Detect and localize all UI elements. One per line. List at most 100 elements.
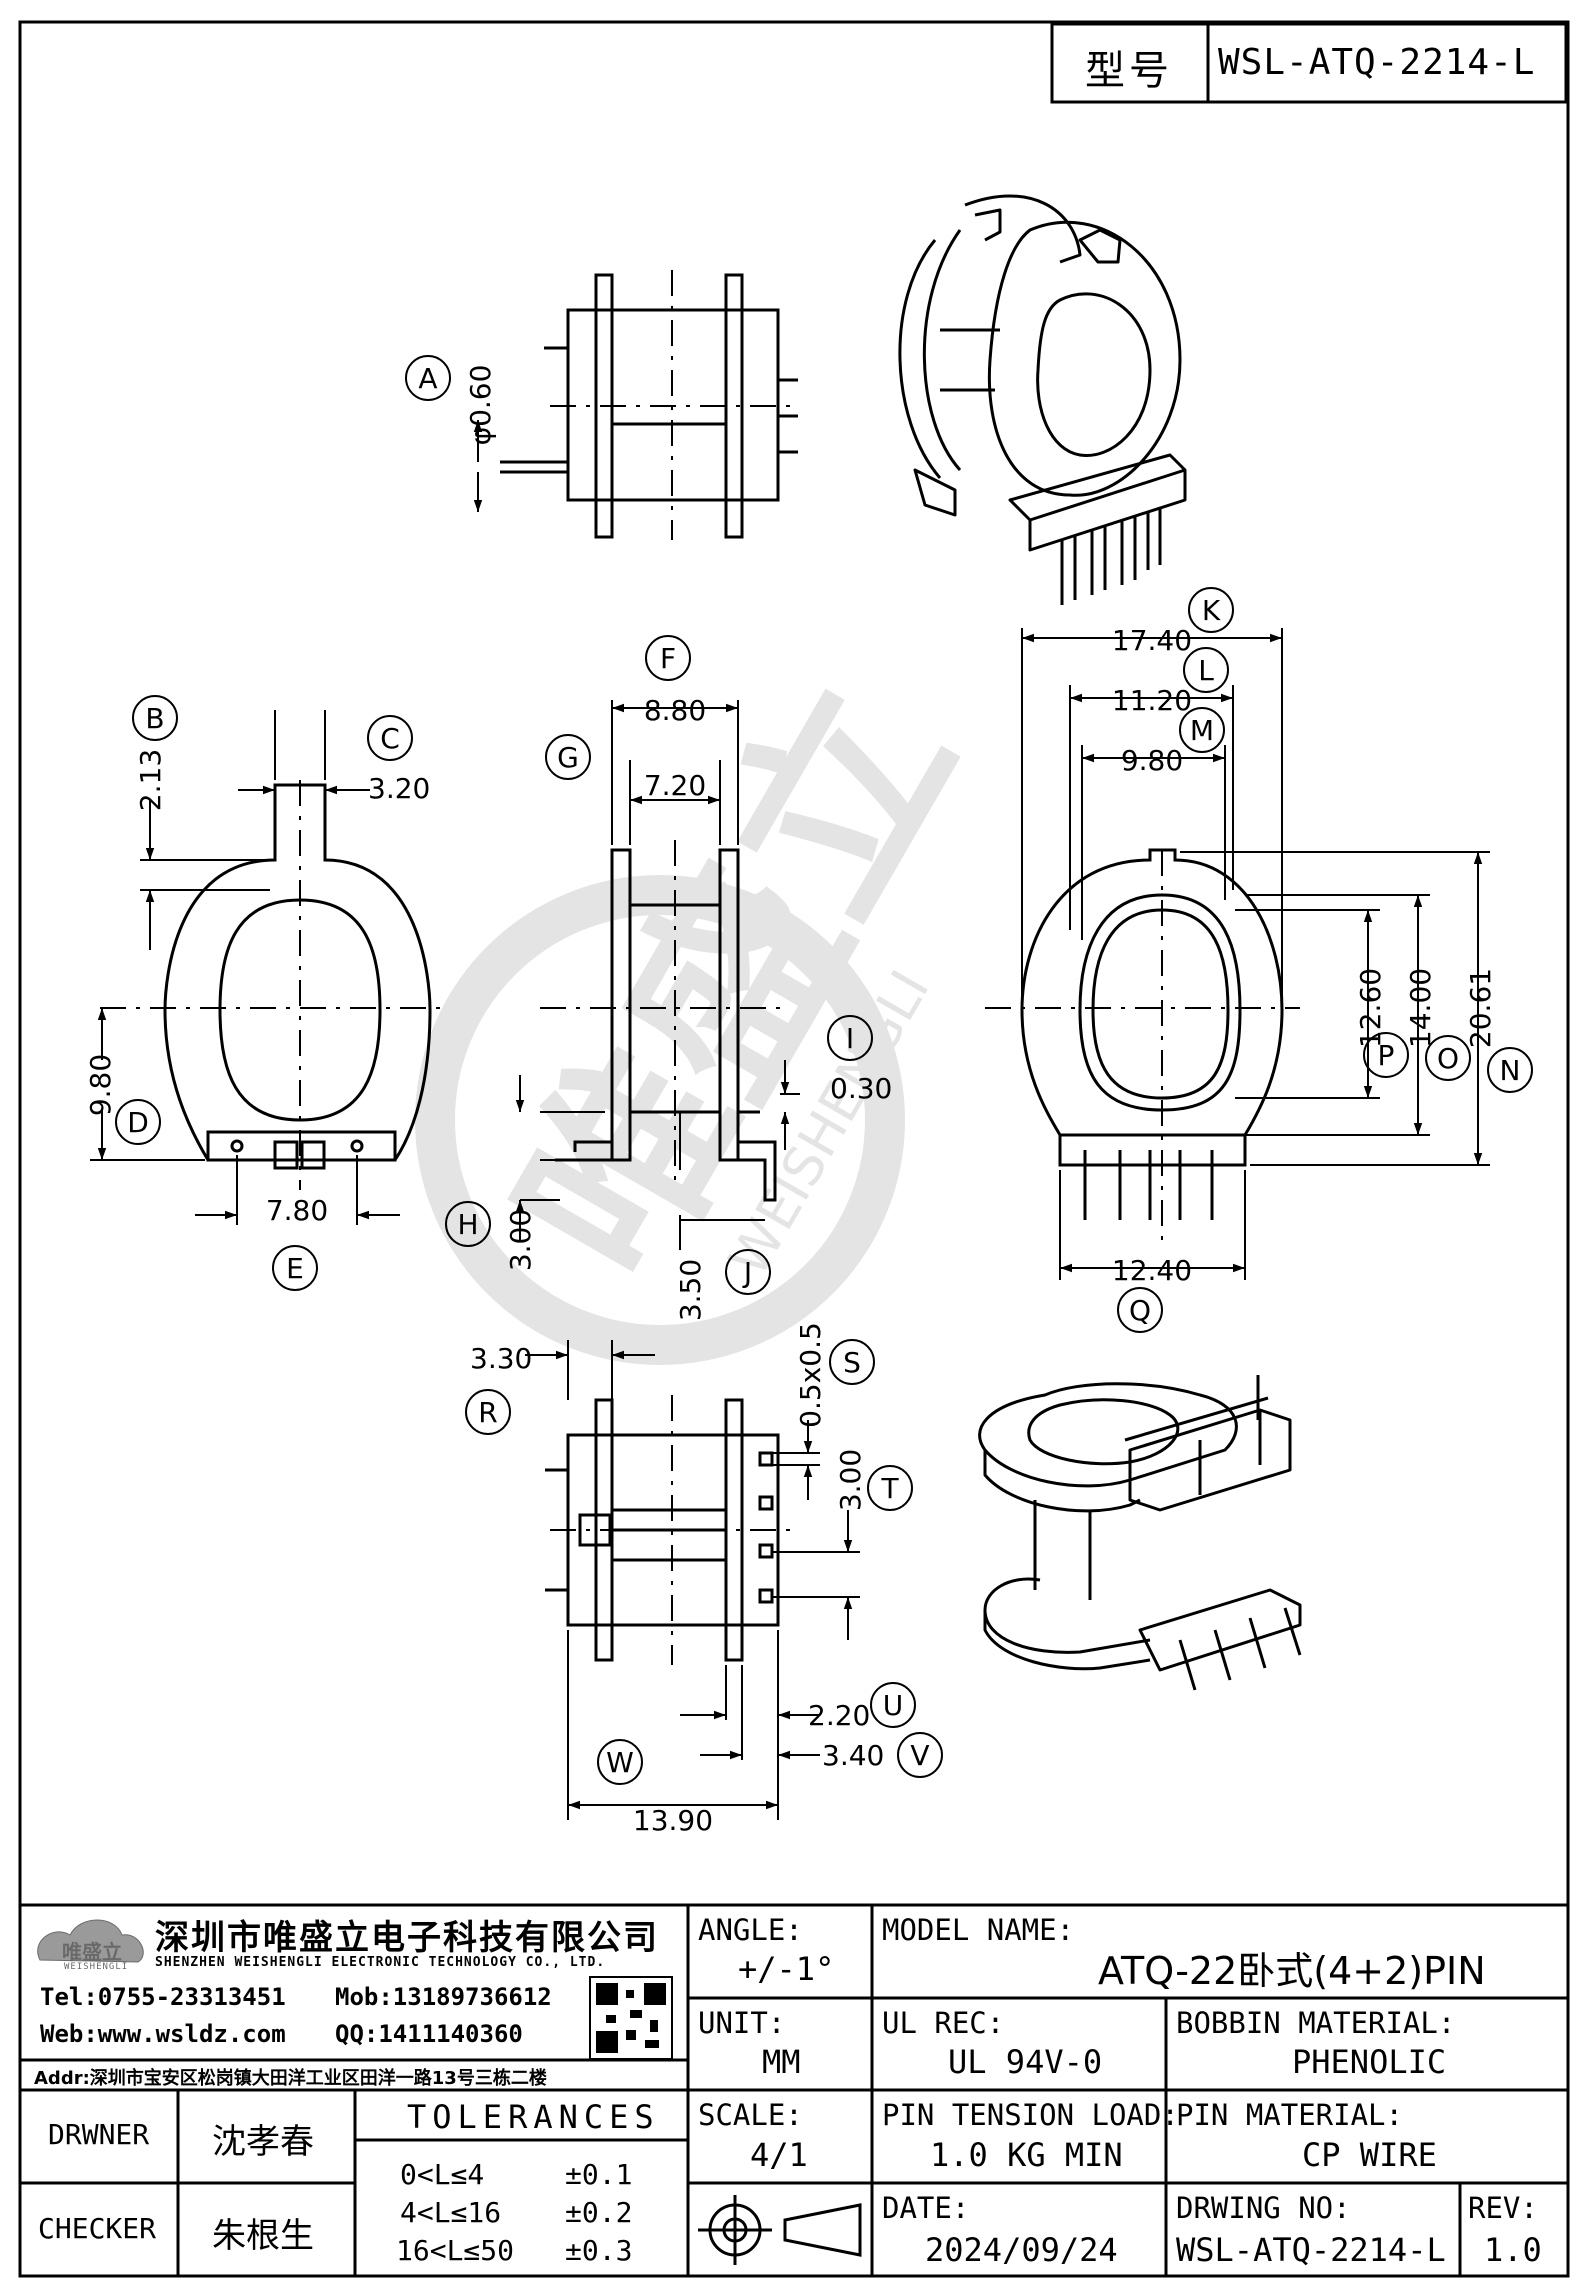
callout-e: E [272, 1245, 318, 1291]
drawer-name: 沈孝春 [212, 2122, 314, 2162]
model-name-label: MODEL NAME: [882, 1913, 1075, 1947]
dim-v-value: 3.40 [822, 1739, 884, 1772]
type-label: 型号 [1085, 48, 1173, 94]
dim-g-value: 7.20 [644, 769, 706, 802]
callout-s: S [829, 1339, 875, 1385]
outer-frame [18, 20, 1570, 2278]
view-front-left [90, 710, 445, 1225]
dim-q-value: 12.40 [1112, 1254, 1192, 1287]
date-label: DATE: [882, 2191, 970, 2225]
view-side-top [473, 270, 800, 540]
scale-label: SCALE: [698, 2098, 803, 2132]
dim-t-value: 3.00 [834, 1449, 867, 1511]
dim-p-value: 12.60 [1354, 968, 1387, 1048]
tolerance-range-2: 4<L≤16 [400, 2196, 502, 2229]
header-box [1050, 22, 1568, 104]
dim-n-value: 20.61 [1464, 968, 1497, 1048]
ul-rec-value: UL 94V-0 [948, 2043, 1103, 2081]
unit-label: UNIT: [698, 2006, 786, 2040]
company-name-cn: 深圳市唯盛立电子科技有限公司 [155, 1918, 659, 1958]
dim-d-value: 9.80 [84, 1054, 117, 1116]
callout-c: C [367, 715, 413, 761]
callout-u: U [870, 1682, 916, 1728]
callout-r-letter: R [478, 1396, 497, 1429]
pin-tension-value: 1.0 KG MIN [930, 2136, 1123, 2174]
projection-symbol [698, 2195, 862, 2265]
callout-i: I [827, 1015, 873, 1061]
dim-a-value: φ0.60 [464, 365, 497, 446]
pin-material-label: PIN MATERIAL: [1176, 2098, 1403, 2132]
callout-g-letter: G [557, 741, 579, 774]
pin-tension-label: PIN TENSION LOAD: [882, 2098, 1179, 2132]
dim-s-value: 0.5x0.5 [794, 1322, 827, 1428]
callout-w-letter: W [606, 1746, 634, 1779]
company-logo [37, 1919, 144, 1963]
callout-t: T [867, 1465, 913, 1511]
callout-b-letter: B [145, 702, 164, 735]
callout-h-letter: H [457, 1208, 478, 1241]
angle-value: +/-1° [738, 1950, 835, 1988]
callout-u-letter: U [883, 1689, 904, 1722]
callout-a: A [405, 355, 451, 401]
callout-e-letter: E [286, 1252, 304, 1285]
callout-l-letter: L [1198, 654, 1214, 687]
logo-sub: WEISHENGLI [64, 1962, 129, 1972]
date-value: 2024/09/24 [925, 2231, 1118, 2269]
callout-o: O [1425, 1035, 1471, 1081]
callout-c-letter: C [380, 722, 400, 755]
callout-g: G [545, 734, 591, 780]
callout-d-letter: D [127, 1106, 149, 1139]
callout-o-letter: O [1437, 1042, 1459, 1075]
view-side-middle [515, 700, 800, 1250]
dim-c-value: 3.20 [368, 772, 430, 805]
view-front-right [985, 628, 1490, 1280]
bobbin-material-label: BOBBIN MATERIAL: [1176, 2006, 1456, 2040]
callout-s-letter: S [843, 1346, 861, 1379]
dim-o-value: 14.00 [1404, 968, 1437, 1048]
dim-e-value: 7.80 [266, 1194, 328, 1227]
callout-h: H [445, 1201, 491, 1247]
callout-m: M [1179, 707, 1225, 753]
checker-label: CHECKER [38, 2212, 157, 2245]
tolerance-value-2: ±0.2 [565, 2196, 633, 2229]
callout-m-letter: M [1190, 714, 1214, 747]
callout-n-letter: N [1500, 1054, 1521, 1087]
dim-h-value: 3.00 [504, 1209, 537, 1271]
company-name-en: SHENZHEN WEISHENGLI ELECTRONIC TECHNOLOG… [155, 1955, 606, 1970]
callout-v-letter: V [910, 1739, 929, 1772]
callout-k-letter: K [1202, 594, 1221, 627]
callout-p-letter: P [1378, 1039, 1395, 1072]
dim-w-value: 13.90 [633, 1804, 713, 1837]
callout-l: L [1183, 647, 1229, 693]
callout-w: W [597, 1739, 643, 1785]
callout-a-letter: A [418, 362, 437, 395]
dim-u-value: 2.20 [808, 1699, 870, 1732]
dim-b-value: 2.13 [134, 749, 167, 811]
bobbin-material-value: PHENOLIC [1292, 2043, 1447, 2081]
dim-r-value: 3.30 [470, 1342, 532, 1375]
pin-material-value: CP WIRE [1302, 2136, 1437, 2174]
title-block-grid [20, 1903, 1568, 2276]
qr-code [589, 1976, 673, 2060]
contact-qq: QQ:1411140360 [335, 2020, 523, 2048]
callout-v: V [897, 1732, 943, 1778]
tolerance-range-3: 16<L≤50 [396, 2234, 515, 2267]
rev-value: 1.0 [1484, 2231, 1542, 2269]
dim-j-value: 3.50 [674, 1259, 707, 1321]
unit-value: MM [762, 2043, 801, 2081]
drawer-label: DRWNER [48, 2118, 150, 2151]
scale-value: 4/1 [750, 2136, 808, 2174]
callout-b: B [132, 695, 178, 741]
dim-m-value: 9.80 [1121, 744, 1183, 777]
part-number: WSL-ATQ-2214-L [1218, 42, 1536, 83]
tolerance-value-3: ±0.3 [565, 2234, 633, 2267]
callout-f-letter: F [660, 642, 676, 675]
callout-q: Q [1117, 1287, 1163, 1333]
dim-f-value: 8.80 [644, 694, 706, 727]
callout-j: J [725, 1249, 771, 1295]
dim-k-value: 17.40 [1112, 624, 1192, 657]
callout-p: P [1363, 1032, 1409, 1078]
angle-label: ANGLE: [698, 1913, 803, 1947]
bobbin-3d-top [898, 194, 1187, 605]
